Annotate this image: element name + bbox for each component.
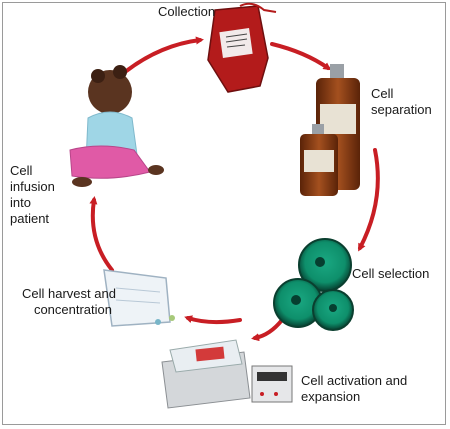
label-cell-activation-line2: expansion: [301, 389, 361, 404]
arrow-harvest-to-infusion: [89, 196, 114, 272]
label-cell-harvest: Cell harvest and concentration: [22, 286, 116, 318]
label-collection: Collection: [158, 4, 216, 19]
label-cell-infusion-line4: patient: [10, 211, 50, 226]
label-cell-activation-line1: Cell activation and: [301, 373, 408, 388]
label-cell-separation-line2: separation: [371, 102, 432, 117]
arrow-infusion-to-collection: [123, 36, 204, 74]
label-cell-selection: Cell selection: [352, 266, 430, 281]
arrow-collection-to-separation: [270, 42, 332, 71]
separation-bottles-image: [300, 64, 360, 196]
label-cell-harvest-line1: Cell harvest and: [22, 286, 116, 301]
arrow-separation-to-selection: [358, 148, 380, 252]
label-cell-infusion-line1: Cell: [10, 163, 33, 178]
arrow-activation-to-harvest: [184, 315, 242, 325]
activation-equipment-image: [161, 339, 293, 409]
arrow-selection-to-activation: [251, 318, 284, 342]
label-cell-harvest-line2: concentration: [33, 302, 112, 317]
label-cell-activation: Cell activation and expansion: [301, 373, 407, 405]
label-cell-infusion: Cell infusion into patient: [10, 163, 55, 227]
label-cell-separation: Cell separation: [371, 86, 432, 118]
harvest-bag-image: [103, 269, 175, 327]
label-cell-infusion-line2: infusion: [10, 179, 55, 194]
blood-bag-image: [207, 2, 277, 93]
patient-child-image: [69, 65, 164, 187]
label-cell-infusion-line3: into: [10, 195, 31, 210]
selected-cells-image: [273, 238, 354, 331]
label-cell-separation-line1: Cell: [371, 86, 394, 101]
figure-border: [2, 2, 446, 425]
cycle-arrows: [89, 36, 380, 342]
